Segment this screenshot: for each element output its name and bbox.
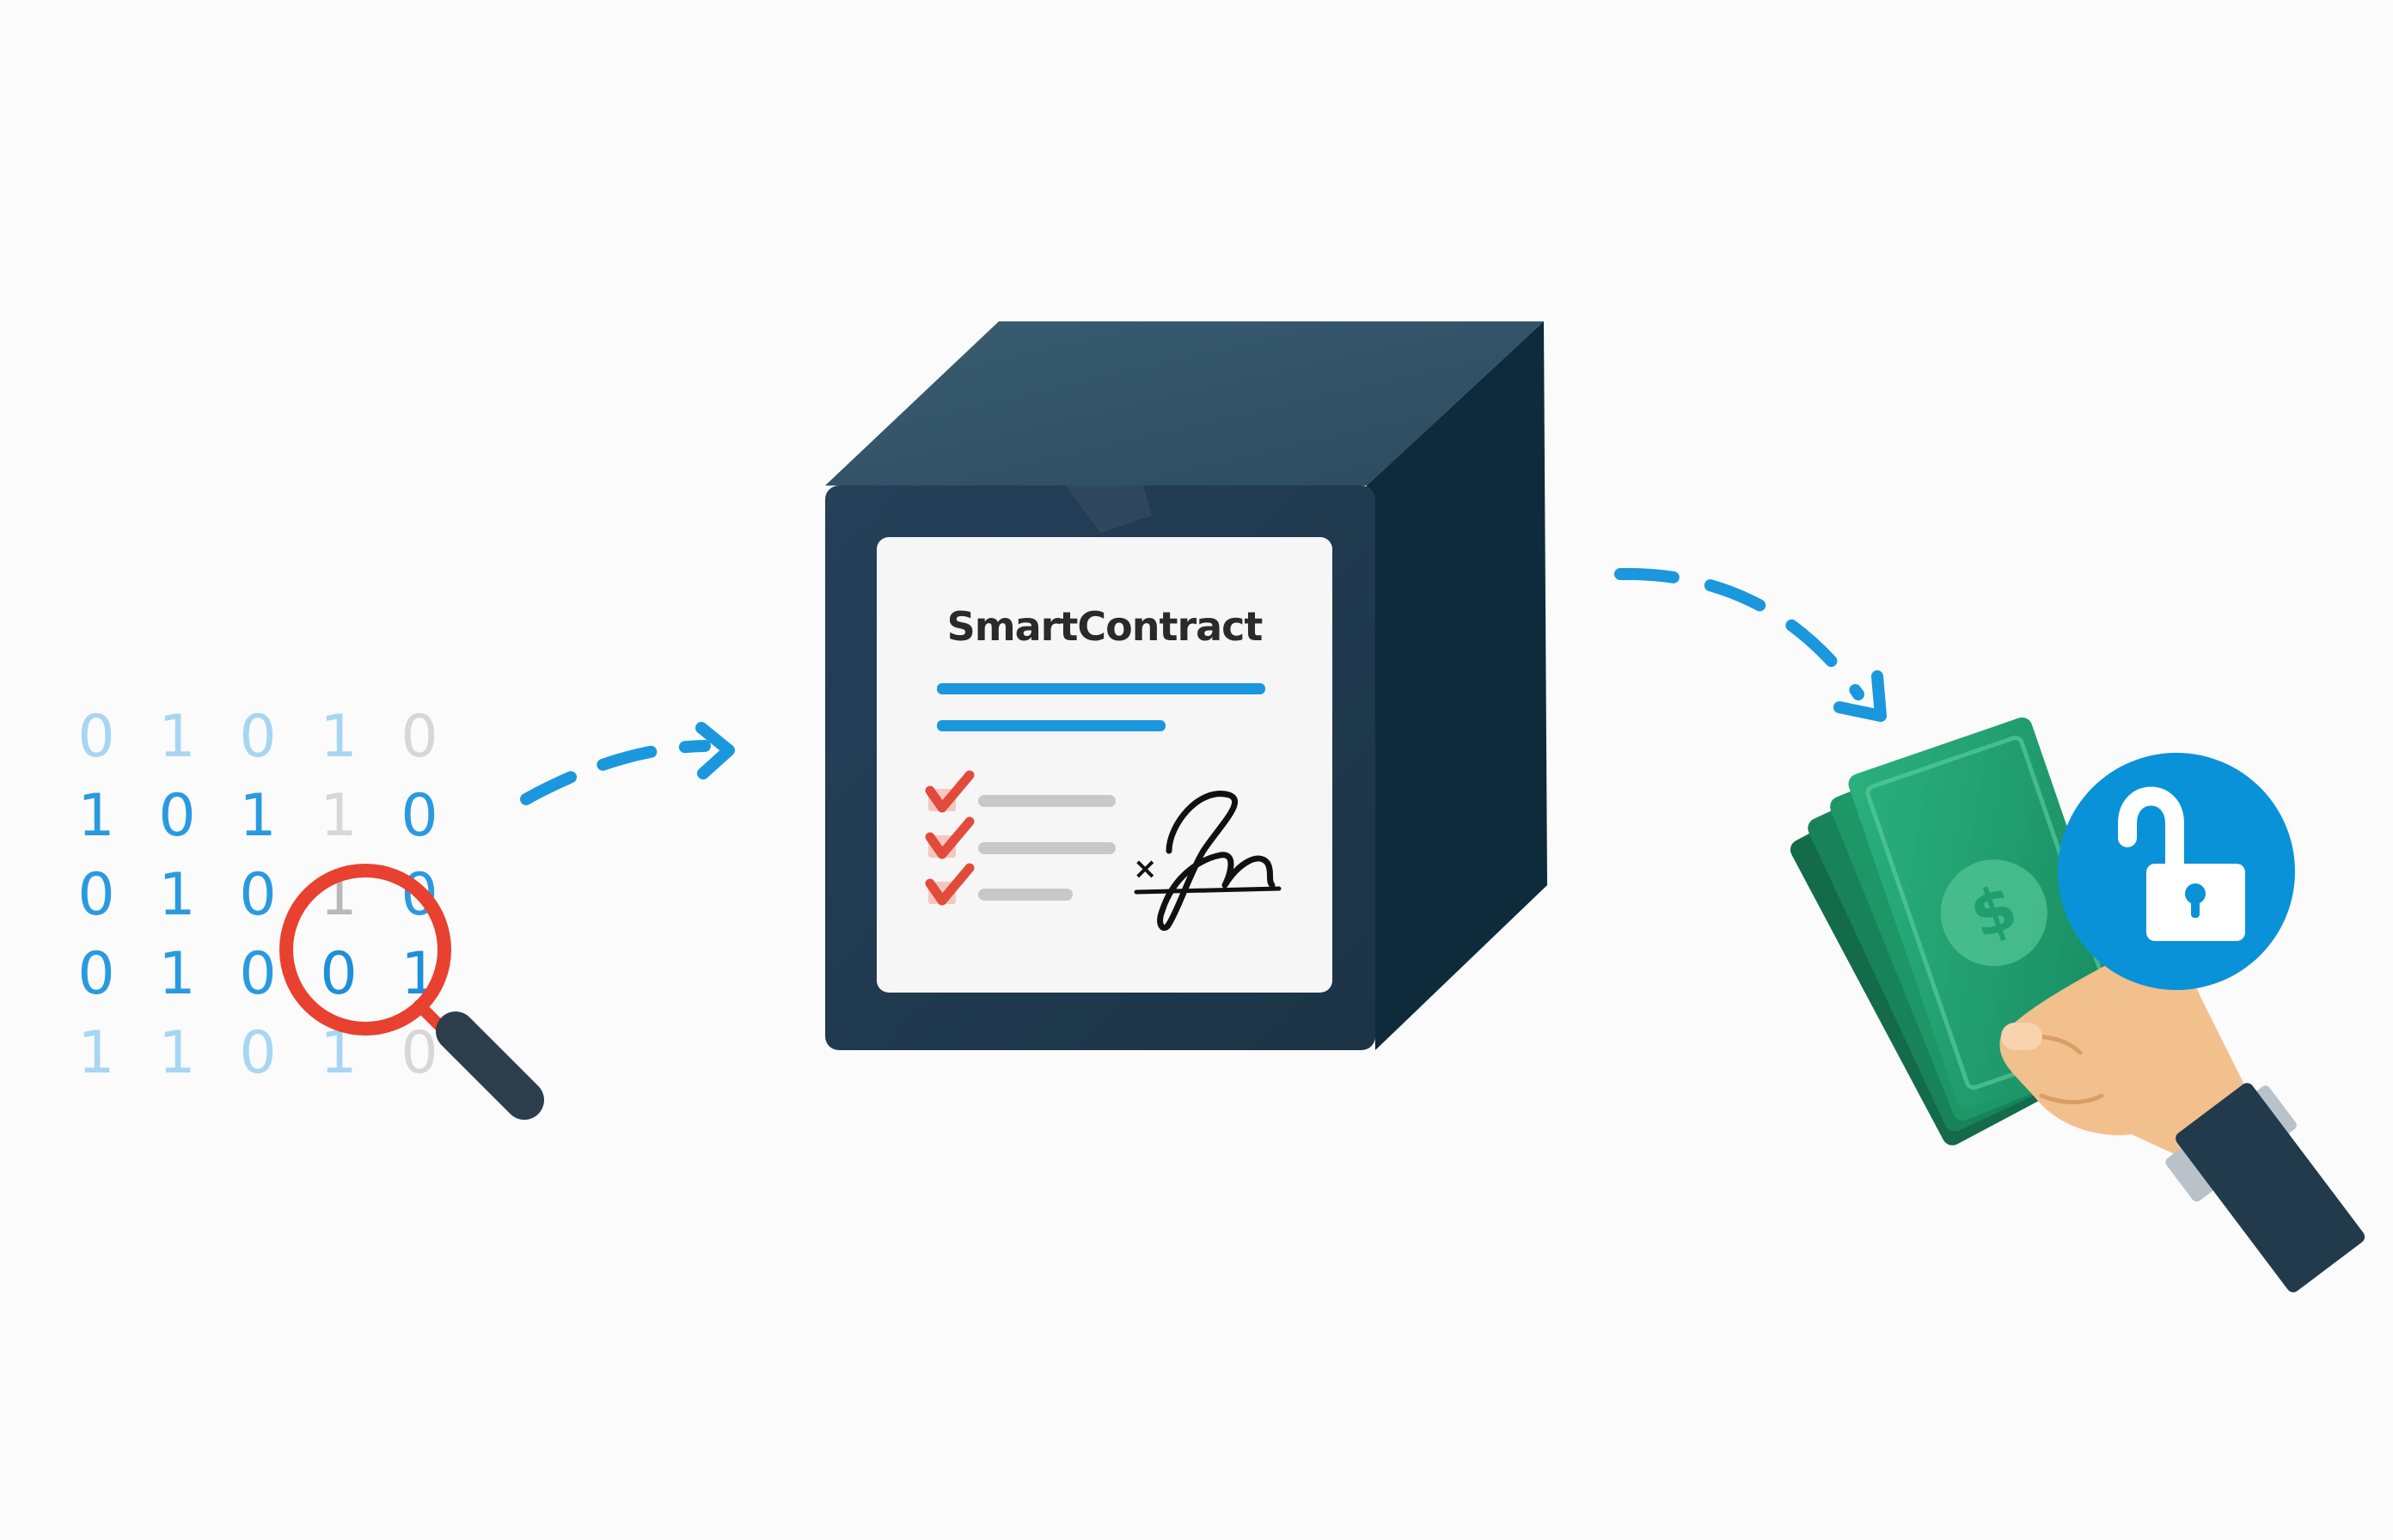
binary-digit: 1: [320, 782, 357, 850]
checklist-item: [925, 863, 1073, 906]
magnifier-icon: [279, 864, 544, 1120]
binary-digit: 0: [77, 940, 114, 1008]
binary-digit: 0: [401, 782, 438, 850]
binary-digit: 1: [158, 703, 195, 771]
checkmark-icon: [925, 863, 975, 906]
binary-digit: 1: [320, 703, 357, 771]
unlock-icon: [2058, 753, 2295, 990]
binary-digit: 0: [320, 940, 357, 1008]
smart-contract-box: ×: [825, 321, 1547, 1050]
hand-icon: [1999, 950, 2365, 1292]
checklist-item: [925, 770, 1116, 813]
binary-digit: 0: [158, 782, 195, 850]
binary-digit: 1: [77, 782, 114, 850]
checklist: [925, 770, 1116, 906]
dashed-arrow-icon: [520, 722, 735, 805]
binary-digit: 1: [158, 1019, 195, 1087]
signature-icon: ×: [1133, 791, 1282, 931]
checkmark-icon: [925, 770, 975, 813]
checklist-item: [925, 816, 1116, 859]
contract-title: SmartContract: [947, 603, 1263, 650]
binary-digit: 0: [401, 1019, 438, 1087]
binary-digit: 1: [77, 1019, 114, 1087]
binary-digit: 0: [239, 940, 276, 1008]
contract-document: ×: [877, 537, 1332, 993]
binary-digit: 0: [239, 861, 276, 929]
binary-digit: 0: [77, 861, 114, 929]
checkmark-icon: [925, 816, 975, 859]
binary-digit: 0: [77, 703, 114, 771]
binary-digit: 0: [239, 703, 276, 771]
binary-digit: 0: [239, 1019, 276, 1087]
binary-digit: 1: [158, 861, 195, 929]
binary-digit: 1: [158, 940, 195, 1008]
dashed-arrow-icon: [1614, 567, 1887, 722]
binary-digit: 0: [401, 703, 438, 771]
signature-mark: ×: [1133, 852, 1158, 886]
binary-digit: 1: [239, 782, 276, 850]
